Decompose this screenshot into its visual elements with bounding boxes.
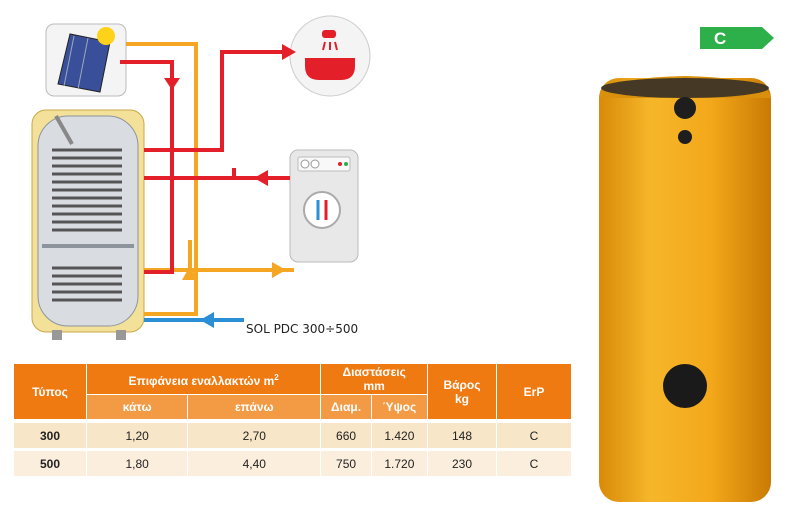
table-row: 500 1,80 4,40 750 1.720 230 C bbox=[14, 451, 572, 476]
spec-table: Τύπος Επιφάνεια εναλλακτών m2 Διαστάσεις… bbox=[14, 364, 572, 476]
installation-diagram bbox=[31, 15, 371, 340]
header-type: Τύπος bbox=[14, 364, 87, 420]
table-row: 300 1,20 2,70 660 1.420 148 C bbox=[14, 423, 572, 448]
energy-class-label: C bbox=[714, 29, 726, 48]
energy-class-badge: C bbox=[700, 27, 774, 49]
tank-product-image bbox=[599, 76, 771, 502]
header-surface: Επιφάνεια εναλλακτών m2 bbox=[87, 364, 322, 395]
subheader-lower: κάτω bbox=[87, 395, 189, 420]
heat-pump-icon bbox=[289, 149, 359, 263]
subheader-diameter: Διαμ. bbox=[321, 395, 372, 420]
solar-panel-icon bbox=[45, 23, 127, 97]
tank-cutaway-icon bbox=[31, 109, 145, 340]
subheader-height: Ύψος bbox=[371, 395, 428, 420]
model-label: SOL PDC 300÷500 bbox=[246, 322, 359, 336]
header-erp: ErP bbox=[497, 364, 572, 420]
bath-shower-icon bbox=[289, 15, 371, 97]
subheader-upper: επάνω bbox=[188, 395, 322, 420]
